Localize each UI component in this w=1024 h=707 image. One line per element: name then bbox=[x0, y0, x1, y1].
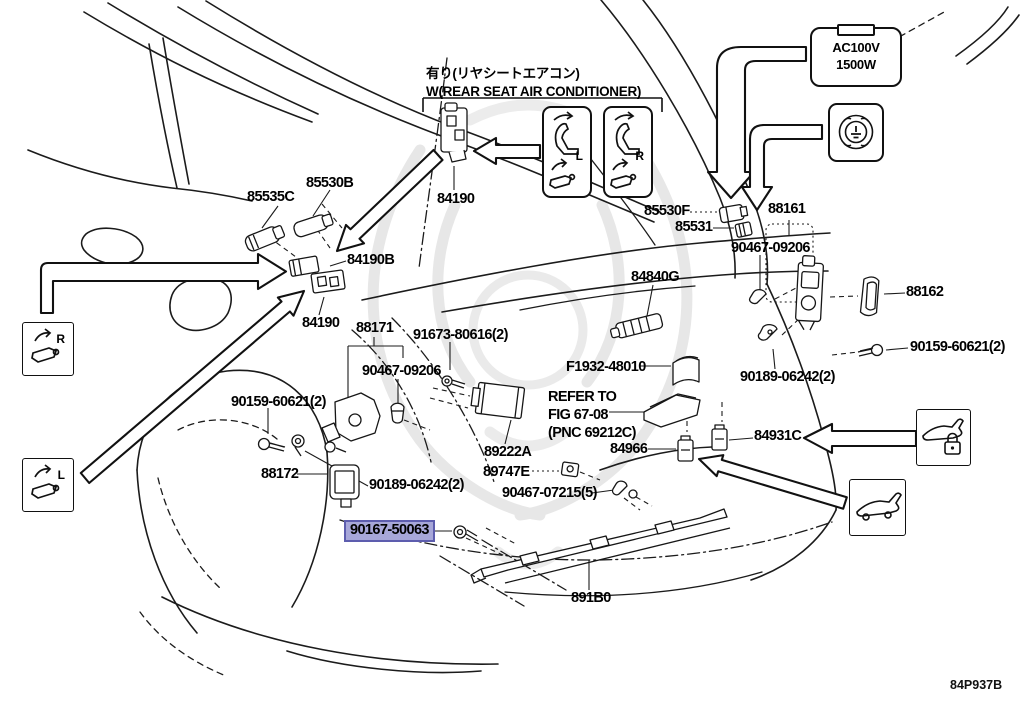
part-label-90189-06242-right[interactable]: 90189-06242(2) bbox=[740, 369, 835, 385]
part-icon-891b0-rail bbox=[470, 508, 731, 584]
part-icons bbox=[244, 102, 884, 584]
part-icon-90159-screw-right bbox=[857, 343, 884, 357]
part-icon-84190-top bbox=[440, 102, 468, 163]
part-icon-88171 bbox=[321, 392, 381, 453]
seat-legend-box-right: R bbox=[603, 106, 653, 198]
part-icon-90159-screw-left bbox=[257, 437, 286, 452]
part-label-90159-60621-right[interactable]: 90159-60621(2) bbox=[910, 339, 1005, 355]
seat-legend-letter-left: L bbox=[575, 149, 583, 163]
refer-note-line2: FIG 67-08 bbox=[548, 407, 608, 423]
part-label-89747e[interactable]: 89747E bbox=[483, 464, 530, 480]
refer-note-line3: (PNC 69212C) bbox=[548, 425, 637, 441]
part-label-84840g[interactable]: 84840G bbox=[631, 269, 680, 285]
lever-legend-letter-right: R bbox=[56, 332, 65, 346]
seat-release-lever-icon bbox=[31, 328, 60, 363]
part-icon-85535c bbox=[244, 225, 286, 252]
seat-release-lever-icon bbox=[31, 464, 60, 499]
part-label-85530f[interactable]: 85530F bbox=[644, 203, 690, 219]
arrow-from-car-box bbox=[697, 454, 848, 510]
part-label-88172[interactable]: 88172 bbox=[261, 466, 299, 482]
arrow-from-ac-box bbox=[706, 45, 808, 200]
part-icon-90467-grommet-right bbox=[749, 289, 767, 305]
arrow-to-84190b bbox=[335, 148, 444, 253]
lever-legend-box-right: R bbox=[22, 322, 74, 376]
part-icon-90467-07215 bbox=[611, 480, 638, 499]
part-label-891b0[interactable]: 891B0 bbox=[571, 590, 611, 606]
part-label-88161[interactable]: 88161 bbox=[768, 201, 806, 217]
seat-fold-icon bbox=[549, 111, 579, 189]
arrow-from-outlet-box bbox=[740, 123, 824, 212]
car-tailgate-legend-box bbox=[849, 479, 906, 536]
car-tailgate-open-icon bbox=[856, 492, 902, 521]
lever-legend-box-left: L bbox=[22, 458, 74, 512]
part-icon-84190b bbox=[288, 255, 346, 294]
arrows bbox=[39, 45, 918, 510]
part-label-90467-09206-right[interactable]: 90467-09206 bbox=[731, 240, 810, 256]
part-icon-f1932 bbox=[672, 355, 700, 386]
power-outlet-icon bbox=[838, 114, 874, 150]
car-tailgate-lock-icon bbox=[922, 418, 964, 455]
part-label-90467-07215[interactable]: 90467-07215(5) bbox=[502, 485, 597, 501]
part-label-88171[interactable]: 88171 bbox=[356, 320, 394, 336]
part-label-85530b[interactable]: 85530B bbox=[306, 175, 354, 191]
refer-note-line1: REFER TO bbox=[548, 389, 617, 405]
part-icon-91673-screw bbox=[441, 375, 466, 389]
part-label-84966[interactable]: 84966 bbox=[610, 441, 648, 457]
arrow-to-84190-connector bbox=[472, 136, 542, 166]
seat-legend-box-left: L bbox=[542, 106, 592, 198]
part-icon-90189-right bbox=[757, 324, 778, 341]
dashed-lines bbox=[261, 203, 859, 557]
part-icon-84840g bbox=[609, 313, 664, 339]
part-icon-85530b bbox=[293, 213, 334, 238]
car-outline bbox=[27, 0, 1020, 677]
part-label-90167-50063[interactable]: 90167-50063 bbox=[344, 520, 435, 542]
part-icon-89747e bbox=[560, 461, 580, 478]
ac-wattage-text: 1500W bbox=[836, 57, 876, 72]
header-note-japanese: 有り(リヤシートエアコン) bbox=[426, 66, 580, 81]
part-label-89222a[interactable]: 89222A bbox=[484, 444, 532, 460]
part-label-90467-09206-left[interactable]: 90467-09206 bbox=[362, 363, 441, 379]
part-icon-88161-socket bbox=[795, 255, 824, 331]
ac-voltage-text: AC100V bbox=[832, 40, 880, 56]
part-label-85535c[interactable]: 85535C bbox=[247, 189, 295, 205]
part-label-84190[interactable]: 84190 bbox=[302, 315, 340, 331]
ac-power-label-box: AC100V 1500W bbox=[810, 27, 902, 87]
leader-lines bbox=[261, 166, 909, 590]
part-label-84190b[interactable]: 84190B bbox=[347, 252, 395, 268]
part-icon-85530f bbox=[718, 204, 749, 224]
part-icon-88172 bbox=[329, 464, 360, 508]
arrow-bent-left bbox=[39, 252, 288, 315]
part-icon-85531 bbox=[734, 221, 753, 238]
part-icon-84931c bbox=[711, 424, 728, 451]
arrow-up-right bbox=[79, 289, 306, 485]
header-note-english: W(REAR SEAT AIR CONDITIONER) bbox=[426, 84, 642, 99]
ac-box-notch bbox=[837, 24, 875, 36]
power-outlet-icon-box bbox=[828, 103, 884, 162]
header-bracket bbox=[422, 97, 663, 112]
diagram-code: 84P937B bbox=[950, 678, 1003, 692]
seat-legend-letter-right: R bbox=[635, 149, 644, 163]
part-label-84931c[interactable]: 84931C bbox=[754, 428, 802, 444]
car-lock-legend-box bbox=[916, 409, 971, 466]
part-icon-90167-bolt bbox=[453, 525, 479, 542]
part-label-91673-80616[interactable]: 91673-80616(2) bbox=[413, 327, 508, 343]
part-label-90159-60621-left[interactable]: 90159-60621(2) bbox=[231, 394, 326, 410]
part-icon-88162 bbox=[859, 276, 880, 317]
part-icon-90467-grommet-left bbox=[390, 402, 405, 424]
seat-fold-icon bbox=[610, 111, 640, 189]
part-label-f1932-48010[interactable]: F1932-48010 bbox=[566, 359, 646, 375]
part-icon-90189-left bbox=[291, 434, 305, 457]
part-label-84190-top[interactable]: 84190 bbox=[437, 191, 475, 207]
part-label-90189-06242-left[interactable]: 90189-06242(2) bbox=[369, 477, 464, 493]
part-icon-license-lamp bbox=[643, 393, 701, 428]
part-label-85531[interactable]: 85531 bbox=[675, 219, 713, 235]
lever-legend-letter-left: L bbox=[57, 468, 65, 482]
part-label-88162[interactable]: 88162 bbox=[906, 284, 944, 300]
part-icon-89222a bbox=[470, 381, 526, 420]
part-icon-84966 bbox=[677, 435, 694, 462]
